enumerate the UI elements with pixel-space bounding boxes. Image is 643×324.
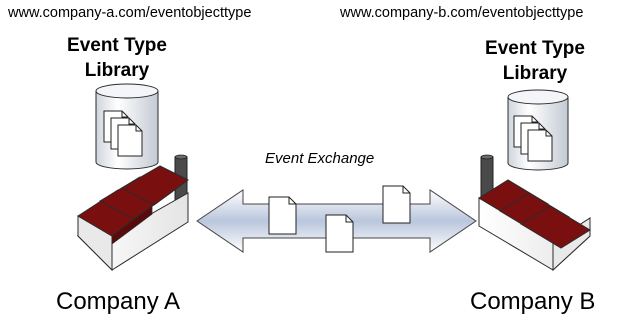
document-icon-exchange-3	[382, 185, 411, 224]
event-exchange-label: Event Exchange	[265, 150, 375, 167]
company-a-url: www.company-a.com/eventobjecttype	[8, 5, 252, 21]
library-b-title-line1: Event Type	[485, 38, 585, 59]
document-icon-a-stack	[103, 110, 143, 157]
factory-icon-b	[478, 154, 591, 272]
library-a-title-line1: Event Type	[67, 35, 167, 56]
library-b-title-line2: Library	[502, 63, 568, 84]
library-b-title: Event Type Library	[480, 36, 590, 86]
company-b-label: Company B	[470, 288, 596, 315]
document-icon-exchange-2	[325, 214, 354, 253]
company-b-url: www.company-b.com/eventobjecttype	[340, 5, 584, 21]
library-a-title-line2: Library	[84, 60, 150, 81]
document-icon-exchange-1	[268, 196, 297, 235]
library-a-title: Event Type Library	[62, 33, 172, 83]
document-icon-b-stack	[513, 115, 553, 162]
company-a-label: Company A	[56, 288, 181, 315]
factory-icon-a	[76, 154, 189, 272]
